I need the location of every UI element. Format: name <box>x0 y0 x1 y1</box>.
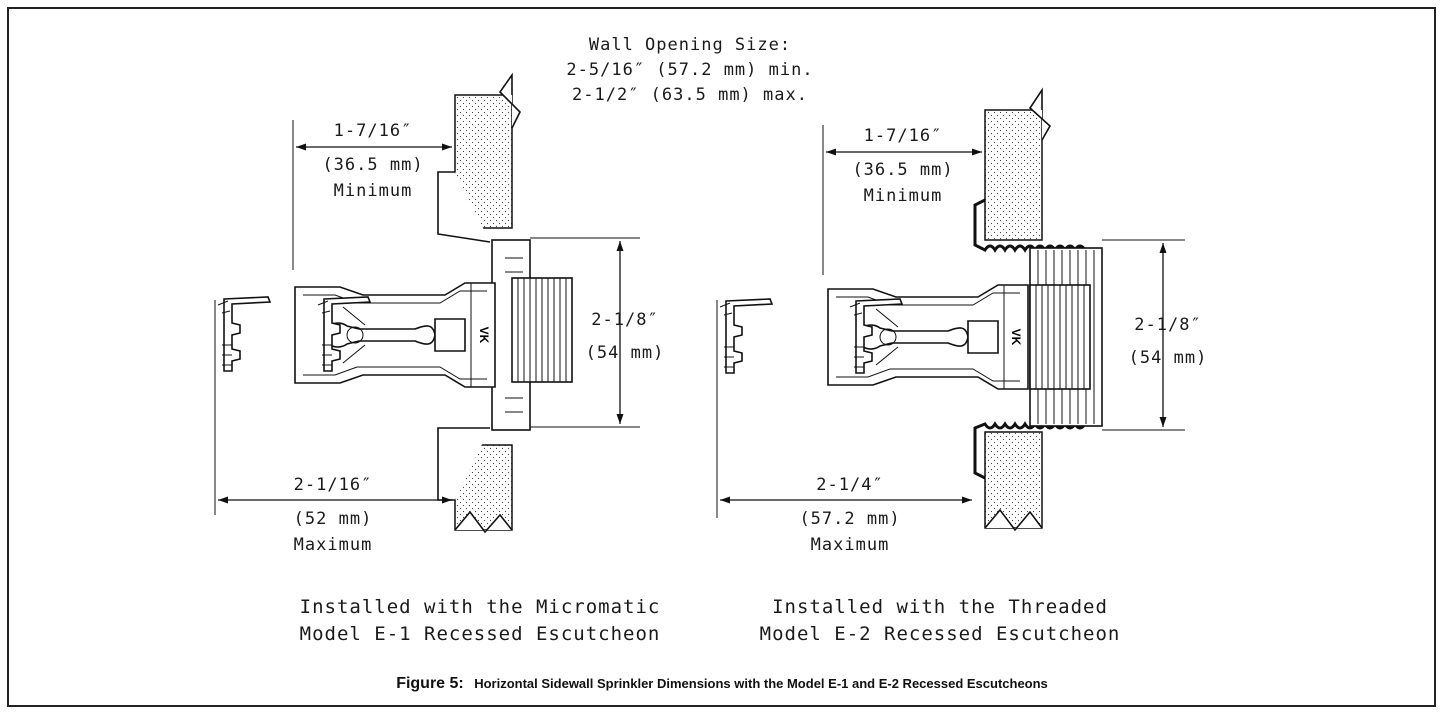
right-caption-line1: Installed with the Threaded <box>772 596 1108 618</box>
right-min-metric: (36.5 mm) <box>852 160 953 180</box>
vk-mark-left: VK <box>477 327 491 344</box>
right-max-dim: 2-1/4″ <box>816 475 883 495</box>
left-caption-line2: Model E-1 Recessed Escutcheon <box>300 623 661 645</box>
left-max-metric: (52 mm) <box>294 509 373 529</box>
right-min-dim: 1-7/16″ <box>864 126 943 146</box>
wall-lower-right <box>984 431 1043 529</box>
wall-opening-min: 2-5/16″ (57.2 mm) min. <box>566 60 813 80</box>
left-min-dim: 1-7/16″ <box>334 121 413 141</box>
wall-opening-title: Wall Opening Size: <box>589 35 791 55</box>
left-height-dim: 2-1/8″ <box>591 310 658 330</box>
right-view: VK 1-7/16″ (36.5 mm) Minimum 2-1/8″ (54 … <box>716 87 1208 645</box>
figure-frame <box>7 7 1436 707</box>
right-height-metric: (54 mm) <box>1129 348 1208 368</box>
escutcheon-e1-upper <box>437 171 491 243</box>
figure-title: Horizontal Sidewall Sprinkler Dimensions… <box>474 676 1048 691</box>
right-min-note: Minimum <box>864 186 943 206</box>
left-max-dim: 2-1/16″ <box>294 475 373 495</box>
right-max-note: Maximum <box>811 535 890 555</box>
figure-number: Figure 5: <box>396 675 464 692</box>
figure-caption: Figure 5: Horizontal Sidewall Sprinkler … <box>396 675 1048 692</box>
right-caption-line2: Model E-2 Recessed Escutcheon <box>760 623 1121 645</box>
wall-upper-right <box>984 109 1043 241</box>
left-min-metric: (36.5 mm) <box>322 155 423 175</box>
right-height-dim: 2-1/8″ <box>1134 315 1201 335</box>
left-max-note: Maximum <box>294 535 373 555</box>
wall-opening-max: 2-1/2″ (63.5 mm) max. <box>572 85 808 105</box>
vk-mark-right: VK <box>1009 329 1023 346</box>
left-min-note: Minimum <box>334 181 413 201</box>
left-view: VK 1-7/16″ (36.5 mm) Minimum 2-1/8″ (54 … <box>214 72 665 645</box>
left-height-metric: (54 mm) <box>586 343 665 363</box>
left-caption-line1: Installed with the Micromatic <box>300 596 661 618</box>
right-max-metric: (57.2 mm) <box>799 509 900 529</box>
